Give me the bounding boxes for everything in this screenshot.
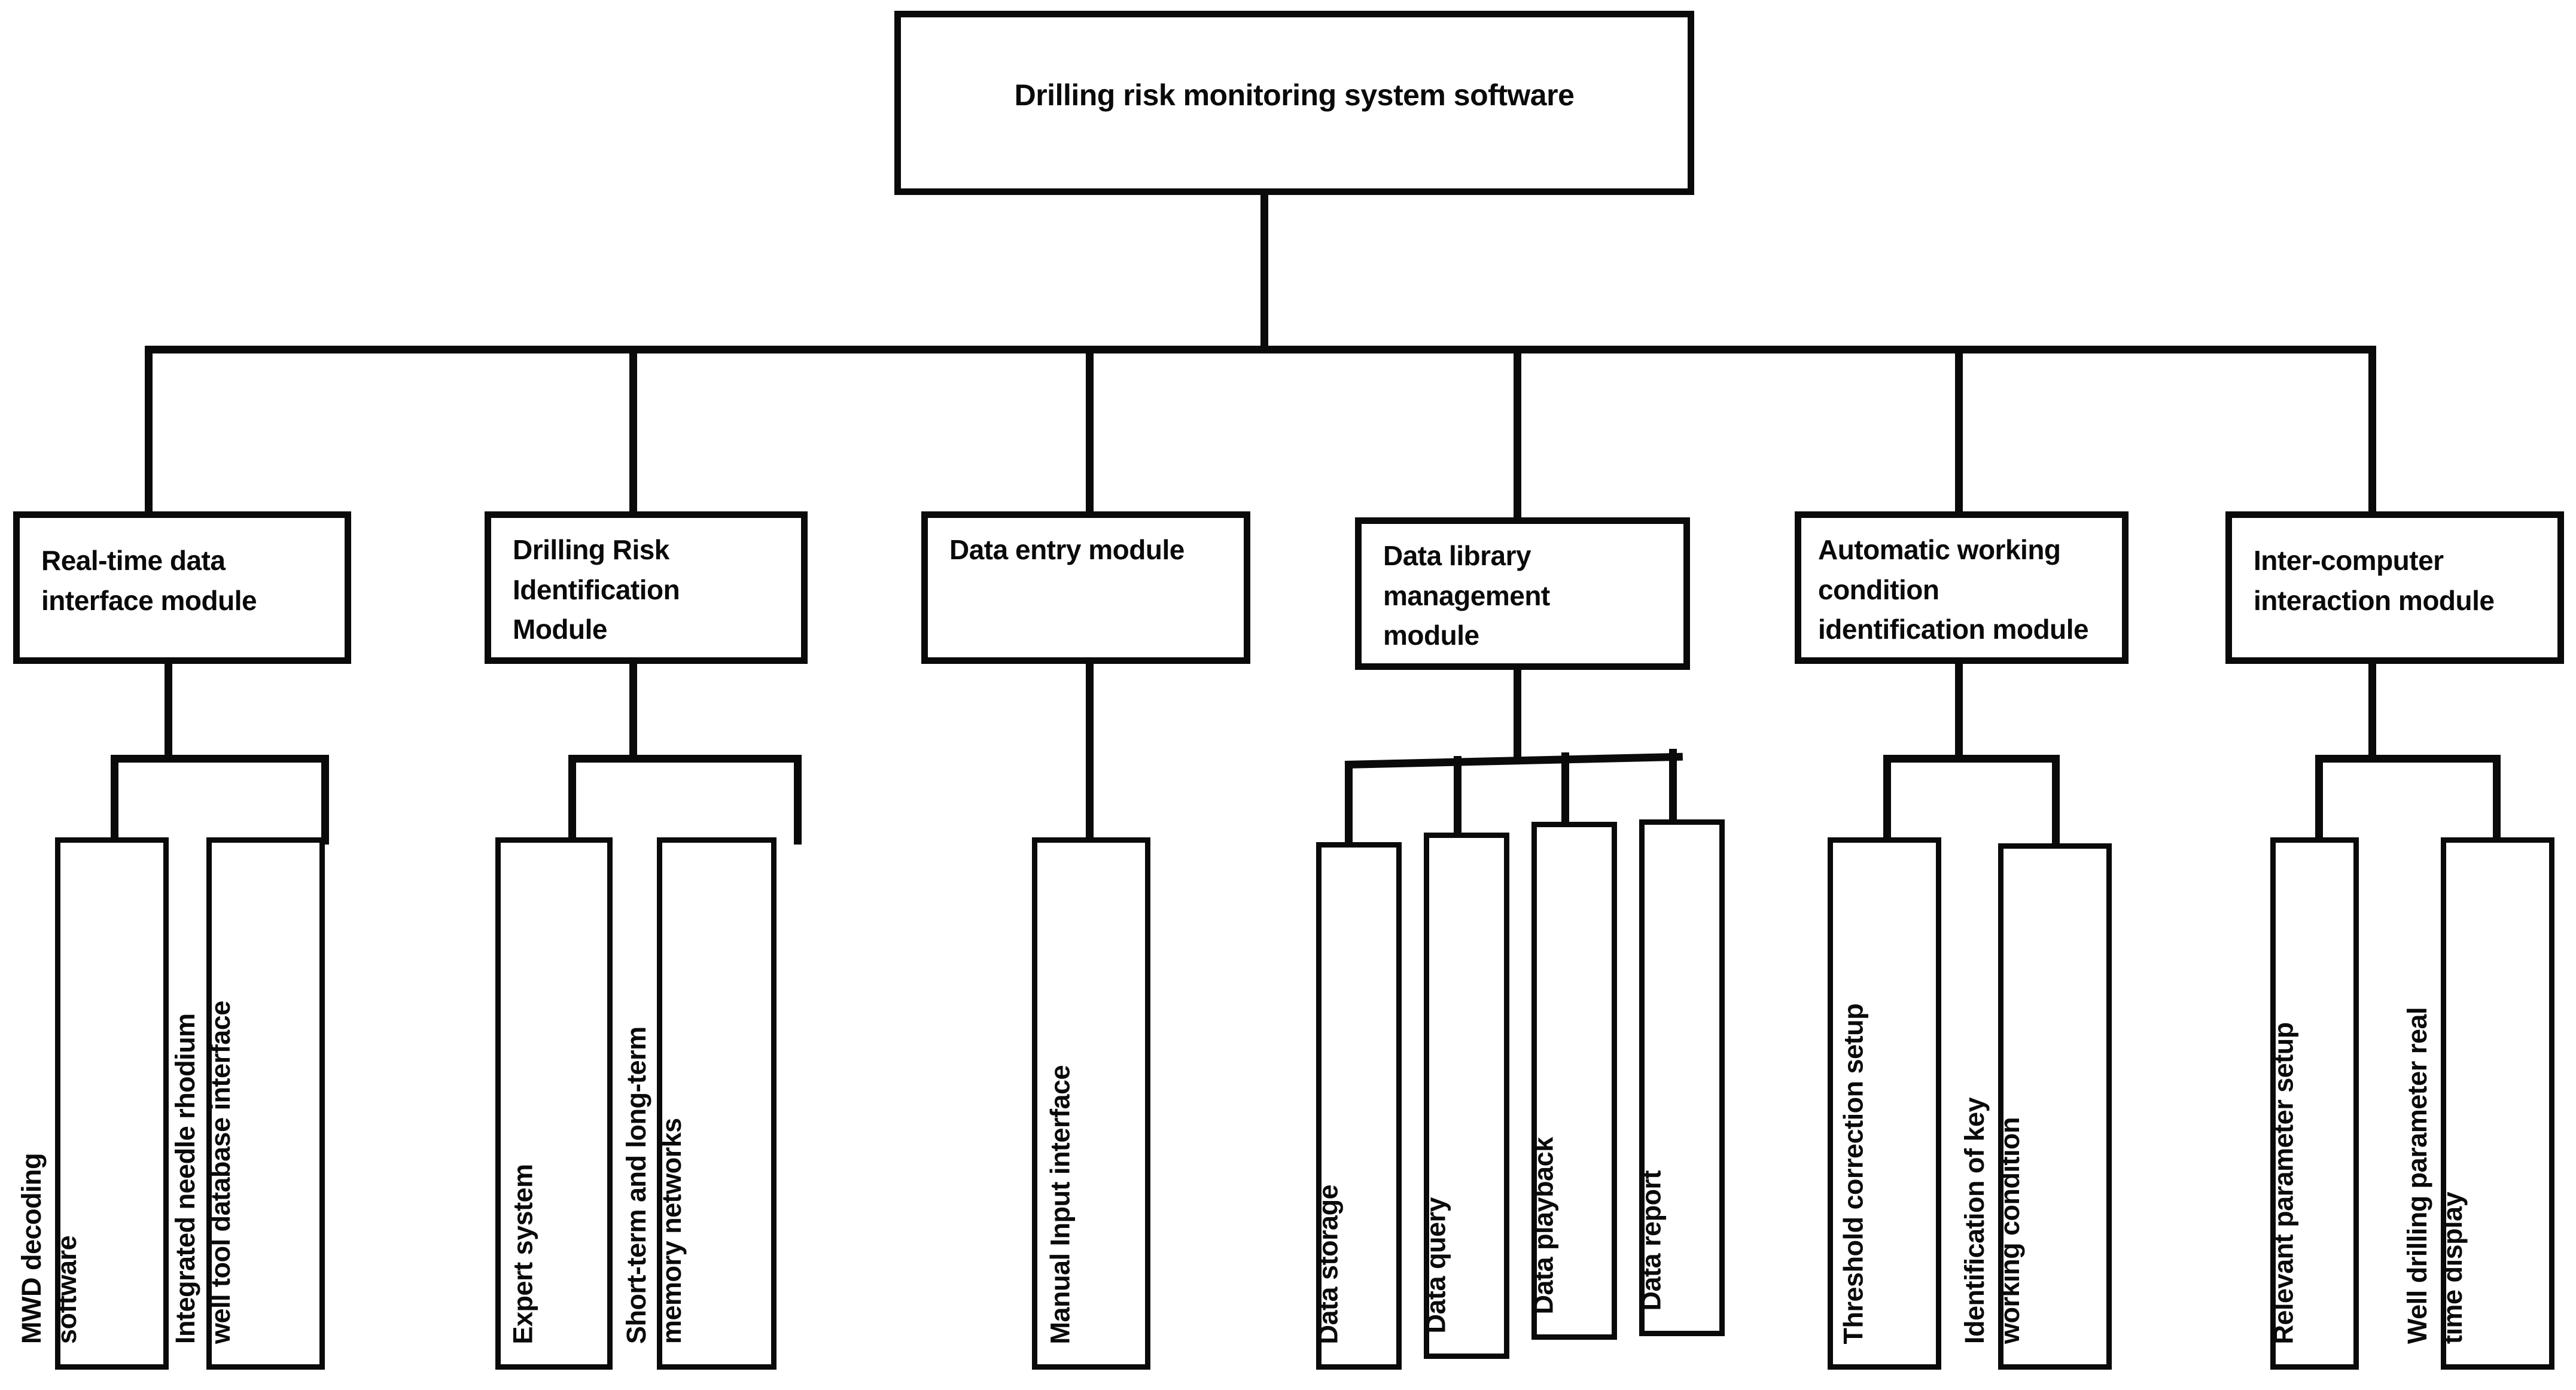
connector-bar-group-0 bbox=[111, 755, 329, 763]
connector-drop-group-3-child-1 bbox=[1454, 756, 1461, 836]
node-expert-system-label: Expert system bbox=[507, 1163, 538, 1344]
node-data-report[interactable]: Data report bbox=[1636, 819, 1725, 1336]
node-identification-of-key-working-condition-label: Identification of key working condition bbox=[1959, 1097, 2025, 1344]
node-well-drilling-parameter-real-time-display-label: Well drilling parameter real time displa… bbox=[2402, 1007, 2468, 1344]
connector-drop-group-3-child-3 bbox=[1669, 749, 1677, 822]
connector-stem-group-4 bbox=[1955, 661, 1963, 760]
connector-stem-group-1 bbox=[629, 661, 637, 760]
node-data-entry-module[interactable]: Data entry module bbox=[921, 511, 1250, 664]
connector-main-bus bbox=[145, 346, 2376, 353]
node-real-time-data-interface-module-label: Real-time data interface module bbox=[41, 545, 257, 616]
node-mwd-decoding-software-label: MWD decoding software bbox=[16, 1153, 82, 1344]
node-identification-of-key-working-condition[interactable]: Identification of key working condition bbox=[1959, 843, 2112, 1370]
node-data-query-label: Data query bbox=[1420, 1197, 1451, 1333]
connector-drop-group-0-child-1 bbox=[321, 755, 329, 845]
connector-drop-module-1 bbox=[629, 346, 637, 513]
connector-drop-group-4-child-0 bbox=[1883, 755, 1891, 845]
node-drilling-risk-identification-module-label: Drilling Risk Identification Module bbox=[513, 534, 680, 645]
node-threshold-correction-setup[interactable]: Threshold correction setup bbox=[1828, 837, 1941, 1370]
connector-drop-group-1-child-0 bbox=[568, 755, 576, 845]
node-short-term-and-long-term-memory-networks[interactable]: Short-term and long-term memory networks bbox=[621, 837, 777, 1370]
connector-drop-module-3 bbox=[1514, 346, 1521, 518]
node-manual-input-interface-label: Manual Input interface bbox=[1045, 1065, 1076, 1344]
connector-bar-group-5 bbox=[2315, 755, 2501, 763]
connector-drop-module-4 bbox=[1955, 346, 1963, 513]
node-root[interactable]: Drilling risk monitoring system software bbox=[894, 11, 1694, 195]
node-expert-system[interactable]: Expert system bbox=[495, 837, 613, 1370]
node-root-label: Drilling risk monitoring system software bbox=[1014, 78, 1575, 112]
node-data-report-label: Data report bbox=[1636, 1170, 1666, 1310]
node-data-storage-label: Data storage bbox=[1313, 1184, 1343, 1344]
node-inter-computer-interaction-module-label: Inter-computer interaction module bbox=[2254, 545, 2495, 616]
node-relevant-parameter-setup[interactable]: Relevant parameter setup bbox=[2268, 837, 2359, 1370]
node-threshold-correction-setup-label: Threshold correction setup bbox=[1838, 1003, 1869, 1344]
connector-stem-group-0 bbox=[165, 661, 172, 760]
connector-root-stem bbox=[1260, 191, 1268, 353]
node-data-library-management-module-label: Data library management module bbox=[1383, 540, 1550, 651]
connector-drop-group-5-child-1 bbox=[2493, 755, 2501, 845]
node-relevant-parameter-setup-label: Relevant parameter setup bbox=[2268, 1022, 2299, 1344]
connector-drop-group-3-child-2 bbox=[1561, 752, 1569, 824]
node-integrated-needle-rhodium-well-tool-database-interface[interactable]: Integrated needle rhodium well tool data… bbox=[170, 837, 325, 1370]
connector-drop-group-4-child-1 bbox=[2052, 755, 2060, 851]
connector-stem-group-2 bbox=[1086, 661, 1094, 843]
connector-bar-group-1 bbox=[568, 755, 802, 763]
connector-stem-group-5 bbox=[2368, 661, 2376, 760]
connector-drop-module-5 bbox=[2368, 346, 2376, 513]
node-automatic-working-condition-identification-module[interactable]: Automatic working condition identificati… bbox=[1795, 511, 2129, 664]
node-integrated-needle-rhodium-well-tool-database-interface-label: Integrated needle rhodium well tool data… bbox=[170, 1001, 236, 1344]
node-well-drilling-parameter-real-time-display[interactable]: Well drilling parameter real time displa… bbox=[2402, 837, 2554, 1370]
node-data-playback[interactable]: Data playback bbox=[1528, 822, 1617, 1340]
node-data-playback-label: Data playback bbox=[1528, 1136, 1558, 1314]
node-automatic-working-condition-identification-module-label: Automatic working condition identificati… bbox=[1818, 534, 2089, 645]
connector-stem-group-3 bbox=[1514, 667, 1521, 760]
node-short-term-and-long-term-memory-networks-label: Short-term and long-term memory networks bbox=[621, 1026, 687, 1344]
connector-drop-module-2 bbox=[1086, 346, 1094, 513]
connector-drop-module-0 bbox=[145, 346, 153, 513]
node-real-time-data-interface-module[interactable]: Real-time data interface module bbox=[13, 511, 351, 664]
node-inter-computer-interaction-module[interactable]: Inter-computer interaction module bbox=[2225, 511, 2564, 664]
node-manual-input-interface[interactable]: Manual Input interface bbox=[1032, 837, 1150, 1370]
node-data-storage[interactable]: Data storage bbox=[1313, 842, 1402, 1370]
node-data-entry-module-label: Data entry module bbox=[949, 534, 1185, 565]
node-drilling-risk-identification-module[interactable]: Drilling Risk Identification Module bbox=[485, 511, 808, 664]
node-mwd-decoding-software[interactable]: MWD decoding software bbox=[16, 837, 169, 1370]
connector-drop-group-3-child-0 bbox=[1345, 761, 1353, 846]
connector-drop-group-5-child-0 bbox=[2315, 755, 2323, 845]
connector-drop-group-0-child-0 bbox=[111, 755, 118, 845]
node-data-library-management-module[interactable]: Data library management module bbox=[1355, 517, 1690, 670]
connector-drop-group-1-child-1 bbox=[794, 755, 802, 845]
connector-bar-group-4 bbox=[1883, 755, 2060, 763]
node-data-query[interactable]: Data query bbox=[1420, 833, 1509, 1359]
